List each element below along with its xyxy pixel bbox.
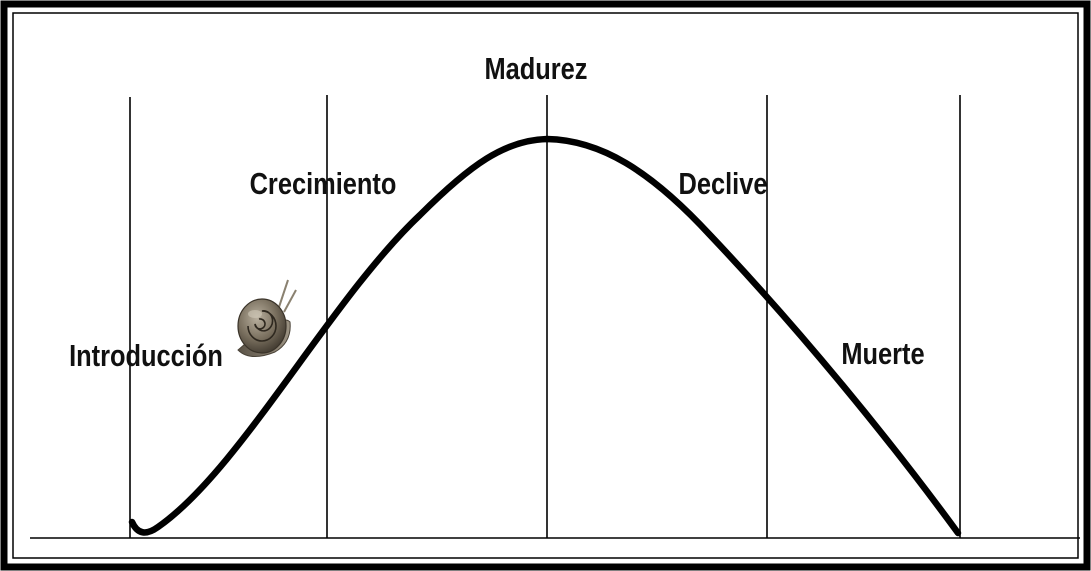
stage-label-decline: Declive [679,167,768,202]
stage-label-introduction: Introducción [69,339,223,374]
inner-frame [12,12,1079,559]
snail-icon [237,279,297,357]
stage-label-maturity: Madurez [484,52,587,87]
stage-label-death: Muerte [841,337,924,372]
stage-label-growth: Crecimiento [250,167,397,202]
life-cycle-curve [128,135,962,537]
